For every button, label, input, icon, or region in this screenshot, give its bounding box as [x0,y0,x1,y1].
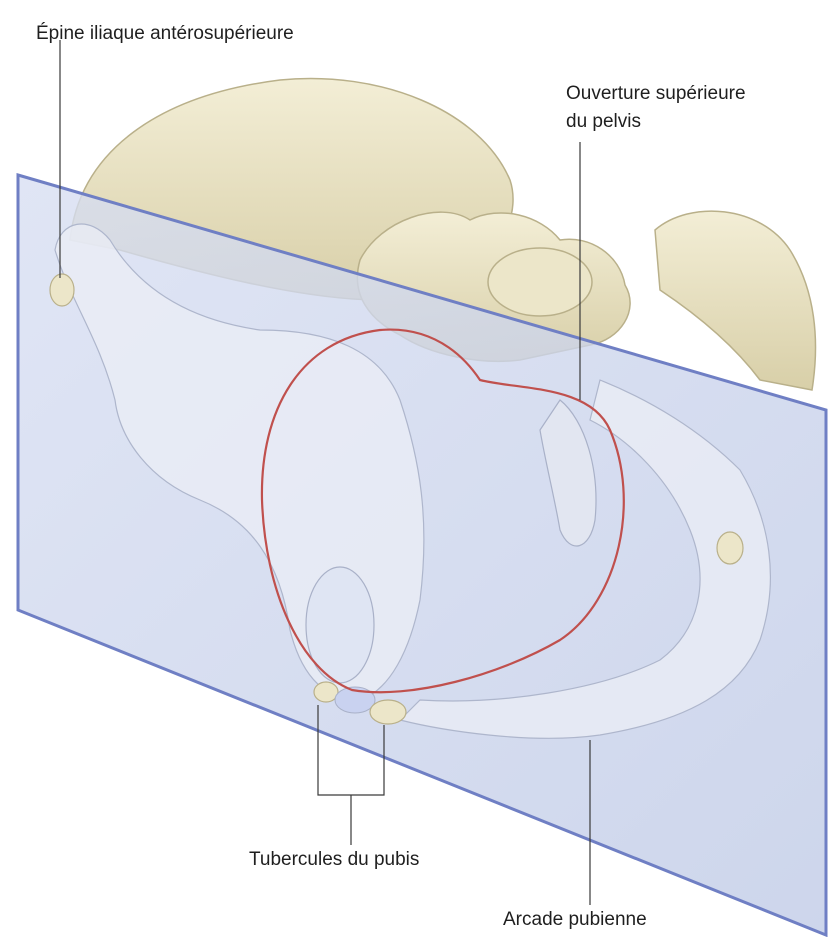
label-pubic-tubercles: Tubercules du pubis [249,848,419,872]
right-iliac-wing [655,211,816,390]
label-pelvic-inlet: Ouverture supérieure du pelvis [566,80,746,136]
pubic-tubercle-left [314,682,338,702]
right-asis [717,532,743,564]
vertebral-body [488,248,592,316]
label-pelvic-inlet-line1: Ouverture supérieure [566,80,746,108]
pubic-tubercle-right [370,700,406,724]
label-asis: Épine iliaque antérosupérieure [36,22,294,46]
label-pubic-arch: Arcade pubienne [503,908,647,932]
label-pelvic-inlet-line2: du pelvis [566,108,746,136]
left-asis [50,274,74,306]
